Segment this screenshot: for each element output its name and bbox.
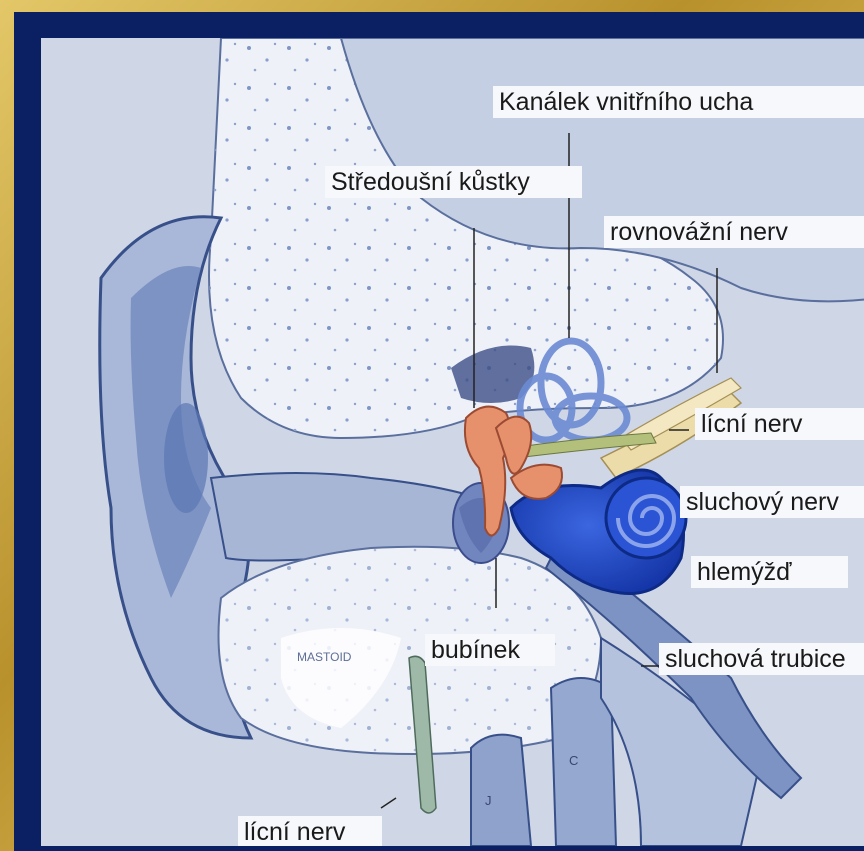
- jugular-column: [471, 735, 531, 846]
- label-auditory-nerve: sluchový nerv: [680, 486, 864, 518]
- label-eardrum: bubínek: [425, 634, 555, 666]
- bone-c-label: C: [569, 753, 578, 768]
- mastoid-label: MASTOID: [297, 650, 351, 664]
- blue-border: MASTOID J C Kanálek vnitřního ucha Střed…: [14, 12, 864, 851]
- ear-anatomy-diagram: MASTOID J C Kanálek vnitřního ucha Střed…: [41, 38, 864, 846]
- label-facial-nerve-lower: lícní nerv: [238, 816, 382, 846]
- label-cochlea: hlemýžď: [691, 556, 848, 588]
- label-middle-ear-ossicles: Středoušní kůstky: [325, 166, 582, 198]
- label-facial-nerve-upper: lícní nerv: [695, 408, 864, 440]
- label-vestibular-nerve: rovnovážní nerv: [604, 216, 864, 248]
- bone-j-label: J: [485, 793, 492, 808]
- label-eustachian-tube: sluchová trubice: [659, 643, 864, 675]
- ear-illustration: [41, 38, 864, 846]
- label-inner-ear-canal: Kanálek vnitřního ucha: [493, 86, 864, 118]
